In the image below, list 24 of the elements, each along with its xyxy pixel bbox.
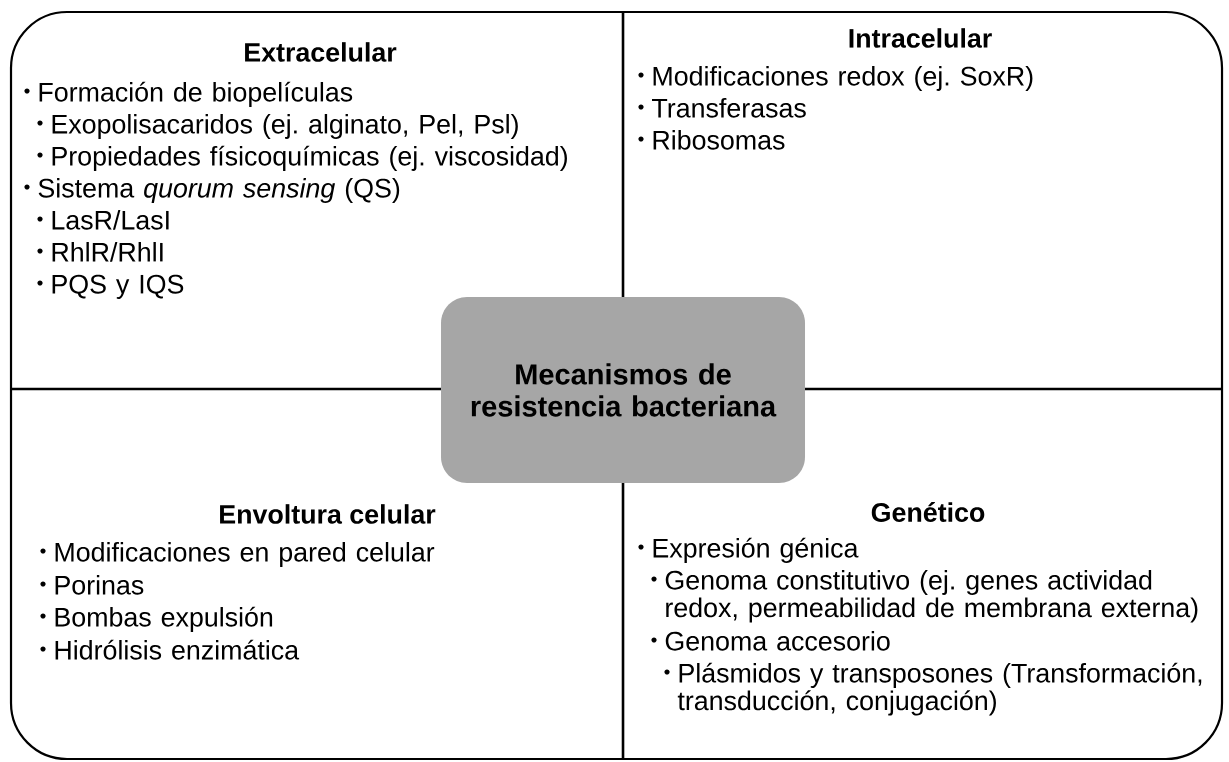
section-heading: Envoltura celular [220,504,436,524]
list-item: Expresión génica [653,537,859,563]
center-box: Mecanismos de resistencia bacteriana [441,297,805,483]
list-item: PQS y IQS [52,274,184,299]
list-item: Formación de biopelículas [39,81,353,107]
list-item: Plásmidos y transposones (Transformación, transducción, conjugación) [677,662,1202,716]
list-item: Bombas expulsión [55,606,273,632]
list-item: Modificaciones en pared celular [55,542,435,567]
section-heading: Extracelular [245,42,397,62]
list-item: Modificaciones redox (ej. SoxR) [653,66,1033,91]
list-item: Transferasas [652,98,806,118]
list-item: Ribosomas [653,130,785,150]
section-heading: Genético [871,502,985,522]
list-item: Exopolisacaridos (ej. alginato, Pel, Psl) [52,114,518,139]
rounded-frame [9,10,1224,761]
list-item: Propiedades físicoquímicas (ej. viscosidad) [52,145,567,171]
list-item: Sistema quorum sensing (QS) [38,178,400,203]
list-item: Hidrólisis enzimática [55,639,300,660]
list-item: LasR/LasI [52,210,169,230]
list-item: RhlR/RhlI [52,242,163,262]
list-item: Porinas [55,575,144,595]
list-item: Genoma constitutivo (ej. genes actividad redox, permeabilidad de membrana externa) [665,570,1198,623]
list-item: Genoma accesorio [665,631,890,651]
section-heading: Intracelular [849,28,992,48]
